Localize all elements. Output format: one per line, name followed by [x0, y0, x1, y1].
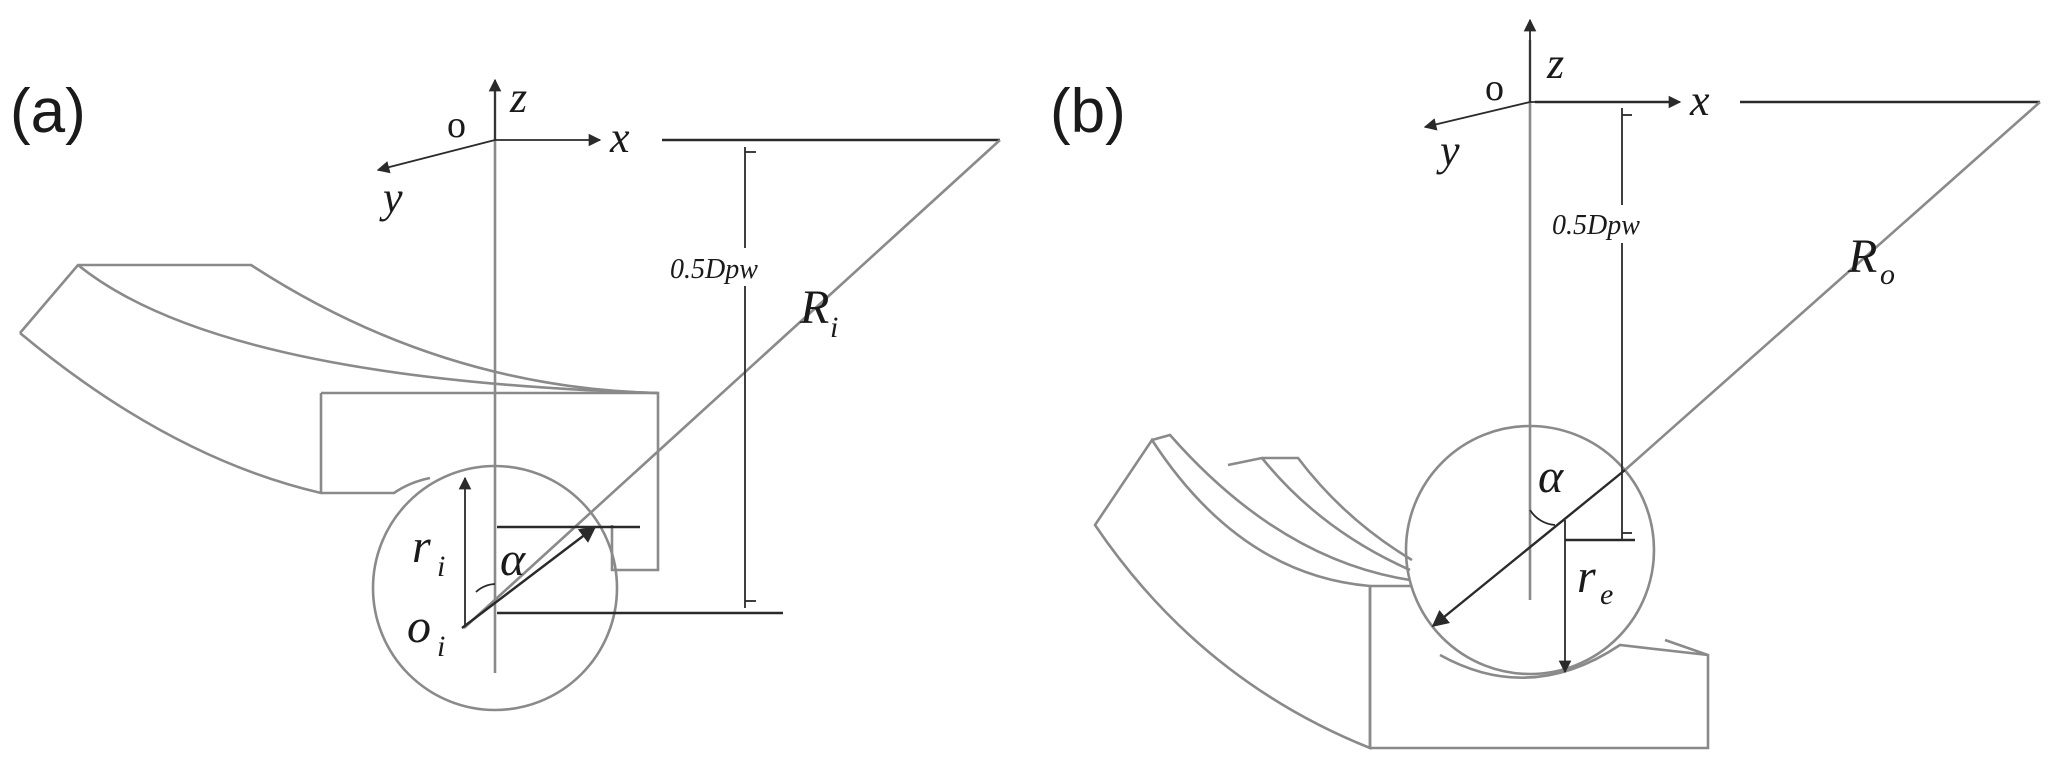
y-axis-arrow-b: [1423, 101, 1531, 131]
z-label-b: z: [1546, 39, 1564, 88]
Ri-sub: i: [830, 311, 838, 344]
y-label-a: y: [379, 173, 403, 222]
oi-sub: i: [437, 630, 445, 663]
radius-Ro-upper: [1624, 101, 2041, 471]
oi-label: o: [407, 600, 431, 653]
dim-text-bg-a: [668, 248, 790, 286]
origin-label-b: o: [1485, 67, 1504, 109]
dimension-label-b: 0.5Dpw: [1552, 210, 1640, 241]
panel-a: (a) z x y o 0.5Dpw: [10, 73, 1001, 712]
Ri-label: R: [799, 281, 829, 334]
z-label-a: z: [509, 73, 527, 122]
origin-label-a: o: [447, 104, 466, 146]
dimension-label-a: 0.5Dpw: [670, 254, 758, 285]
angle-arc-b: [1529, 509, 1556, 526]
radius-Ri-line: [463, 139, 1001, 629]
angle-arc-a: [475, 583, 496, 593]
Ro-label: R: [1847, 230, 1877, 283]
alpha-label-a: α: [500, 533, 526, 586]
re-sub: e: [1600, 578, 1613, 611]
alpha-label-b: α: [1538, 450, 1564, 503]
x-label-b: x: [1689, 76, 1710, 125]
ri-sub: i: [437, 550, 445, 583]
ri-label: r: [412, 520, 431, 573]
Ro-sub: o: [1880, 258, 1895, 291]
y-axis-arrow-a: [376, 139, 496, 174]
outer-race-body: [1093, 433, 1710, 750]
panel-a-label: (a): [10, 77, 86, 146]
re-label: r: [1577, 550, 1596, 603]
panel-b-label: (b): [1050, 77, 1126, 146]
radius-Ro-arrow: [1431, 469, 1626, 628]
inner-race-body: [19, 263, 660, 572]
contact-arrow-a: [461, 525, 597, 629]
y-label-b: y: [1436, 126, 1460, 175]
x-label-a: x: [609, 113, 630, 162]
dim-text-bg-b: [1550, 205, 1675, 243]
panel-b: (b) z x y o: [1050, 18, 2041, 750]
